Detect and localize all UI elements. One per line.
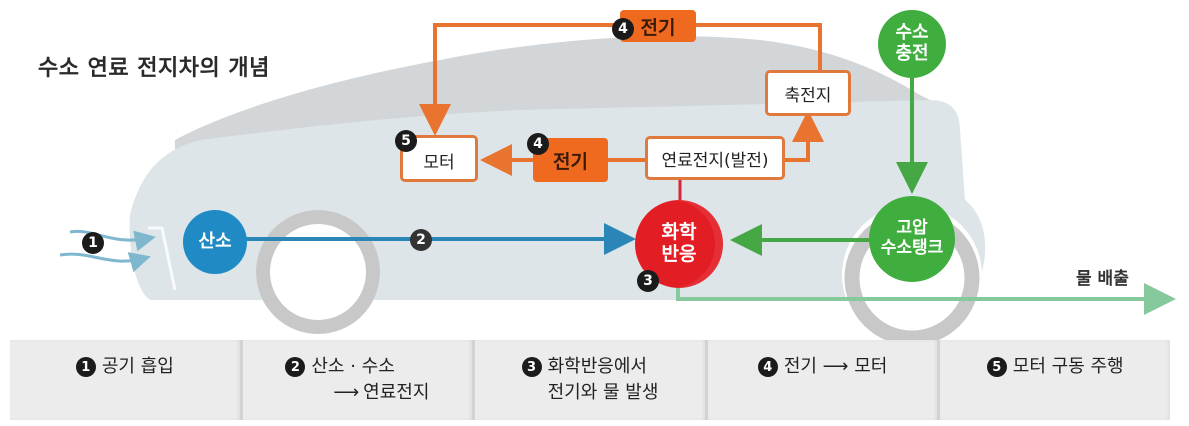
mid-electricity-badge: 4 (527, 133, 549, 155)
step-5-badge: 5 (986, 357, 1007, 377)
step-5: 5 모터 구동 주행 (940, 340, 1170, 420)
flow-badge: 2 (410, 229, 432, 251)
step-4: 4 전기 ⟶ 모터 (708, 340, 941, 420)
step-5-text: 모터 구동 주행 (1012, 356, 1124, 377)
h2-tank-circle: 고압 수소탱크 (869, 196, 955, 282)
step-4-text: 전기 ⟶ 모터 (783, 356, 888, 377)
step-2-badge: 2 (285, 357, 306, 377)
h2-tank-line1: 고압 (896, 218, 928, 239)
oxygen-circle: 산소 (183, 210, 247, 274)
steps-legend: 1 공기 흡입 2 산소 · 수소 ⟶연료전지 3 화 (10, 340, 1170, 420)
step-1-text: 공기 흡입 (101, 356, 174, 377)
motor-label: 모터 (423, 153, 455, 173)
fuel-cell-box: 연료전지(발전) (645, 136, 785, 180)
battery-label: 축전지 (784, 85, 832, 106)
air-intake-arrow-1 (69, 229, 156, 252)
step-1: 1 공기 흡입 (10, 340, 243, 420)
step-2-line2-wrap: ⟶연료전지 (311, 380, 429, 406)
mid-electricity-label: 전기 (553, 150, 588, 173)
h2-charge-line1: 수소 (895, 22, 929, 44)
fuelcell-to-battery-line (785, 110, 824, 162)
reaction-line1: 화학 (661, 221, 697, 244)
water-out-label: 물 배출 (1076, 269, 1129, 289)
motor-badge: 5 (395, 130, 417, 152)
step-2-line2: 연료전지 (363, 382, 430, 404)
reaction-badge: 3 (637, 270, 659, 292)
step-2: 2 산소 · 수소 ⟶연료전지 (243, 340, 476, 420)
intake-badge: 1 (82, 232, 104, 254)
top-electricity-badge: 4 (612, 18, 634, 40)
h2-charge-line2: 충전 (895, 43, 929, 64)
step-3-line2: 전기와 물 발생 (547, 382, 659, 404)
top-electricity-label: 전기 (640, 16, 676, 39)
battery-box: 축전지 (765, 70, 851, 116)
step-1-badge: 1 (75, 357, 96, 377)
oxygen-label: 산소 (198, 230, 232, 252)
h2-charge-circle: 수소 충전 (878, 10, 946, 78)
front-grille-outline (148, 226, 177, 291)
fuel-cell-label: 연료전지(발전) (661, 150, 769, 171)
step-4-badge: 4 (757, 357, 778, 377)
reaction-circle: 화학 반응 (635, 200, 723, 288)
step-2-arrow-icon: ⟶ (333, 382, 360, 404)
air-intake-arrow-2 (59, 252, 151, 273)
reaction-line2: 반응 (661, 243, 697, 265)
step-3-line1: 화학반응에서 (547, 356, 647, 377)
h2-tank-line2: 수소탱크 (880, 238, 944, 258)
step-3-badge: 3 (521, 357, 542, 377)
step-2-line1: 산소 · 수소 (311, 356, 395, 377)
page-title: 수소 연료 전지차의 개념 (38, 56, 270, 81)
step-3: 3 화학반응에서 전기와 물 발생 (475, 340, 708, 420)
